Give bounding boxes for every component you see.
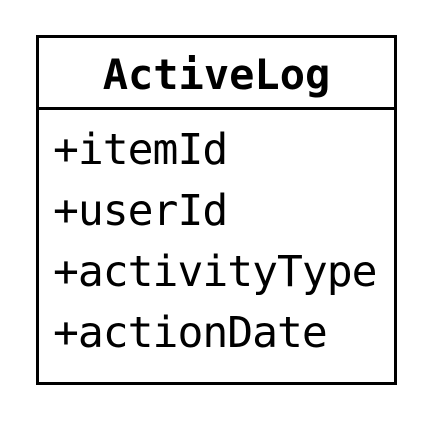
attribute-item-id: +itemId — [53, 125, 228, 175]
class-name: ActiveLog — [102, 49, 331, 99]
attribute-list: +itemId +userId +activityType +actionDat… — [53, 120, 378, 364]
class-header: ActiveLog — [39, 38, 394, 110]
attribute-activity-type: +activityType — [53, 247, 378, 297]
attribute-user-id: +userId — [53, 186, 228, 236]
uml-class-box: ActiveLog +itemId +userId +activityType … — [36, 35, 397, 385]
attribute-action-date: +actionDate — [53, 308, 328, 358]
